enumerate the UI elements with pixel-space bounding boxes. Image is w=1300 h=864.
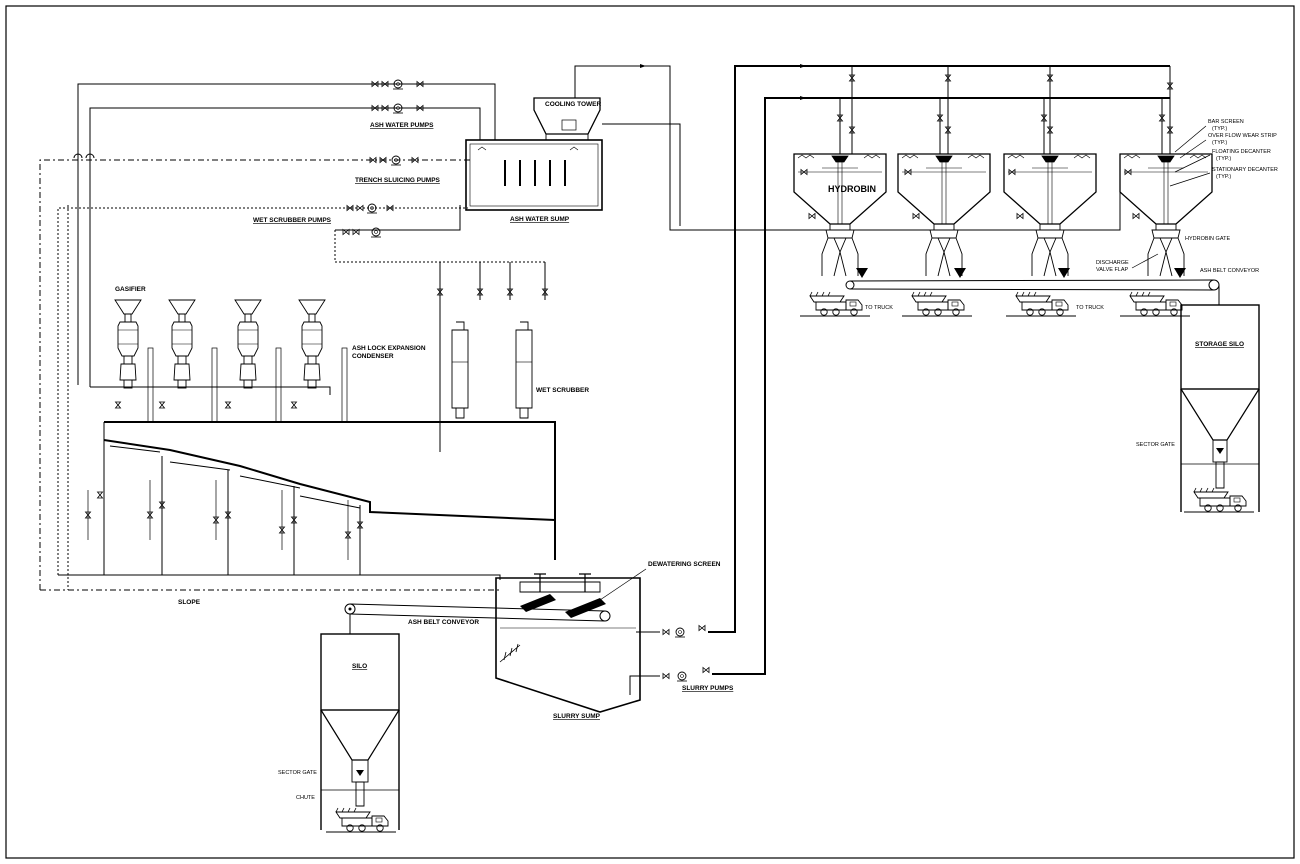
to-truck-label-2: TO TRUCK: [1076, 305, 1104, 311]
wet-scrubber-label: WET SCRUBBER: [536, 387, 589, 394]
overflow-typ: (TYP.): [1212, 140, 1227, 146]
overflow-wear-strip-label: OVER FLOW WEAR STRIP: [1208, 133, 1277, 139]
floating-decanter-label: FLOATING DECANTER: [1212, 149, 1271, 155]
dewatering-screen-label: DEWATERING SCREEN: [648, 561, 721, 568]
ash-belt-conveyor-upper-label: ASH BELT CONVEYOR: [1200, 268, 1259, 274]
slope-label: SLOPE: [178, 599, 201, 606]
slurry-sump: [495, 577, 641, 713]
wet-scrubber-vessels: [451, 321, 533, 419]
to-truck-label-1: TO TRUCK: [865, 305, 893, 311]
sector-gate-upper-label: SECTOR GATE: [1136, 442, 1175, 448]
hydrobin-4: [1119, 153, 1213, 277]
hydrobin-2: [897, 153, 991, 277]
hydrobin-3: [1003, 153, 1097, 277]
gasifier-label: GASIFIER: [115, 286, 146, 293]
hydrobin-1: [793, 153, 887, 277]
lower-silo: [320, 633, 400, 830]
storage-silo: [1180, 304, 1260, 512]
hydrobin-gate-label: HYDROBIN GATE: [1185, 236, 1230, 242]
ash-lock-label-line2: CONDENSER: [352, 353, 394, 360]
slurry-sump-label: SLURRY SUMP: [553, 713, 601, 720]
ash-water-pumps-label: ASH WATER PUMPS: [370, 122, 434, 129]
slurry-pumps-label: SLURRY PUMPS: [682, 685, 734, 692]
storage-silo-label: STORAGE SILO: [1195, 341, 1244, 348]
hydrobin-label: HYDROBIN: [828, 184, 876, 194]
discharge-label-line2: VALVE FLAP: [1096, 267, 1129, 273]
cooling-tower-label: COOLING TOWER: [545, 101, 602, 108]
ash-lock-label-line1: ASH LOCK EXPANSION: [352, 345, 426, 352]
ash-water-sump-label: ASH WATER SUMP: [510, 216, 570, 223]
silo-label: SILO: [352, 663, 367, 670]
chute-label: CHUTE: [296, 795, 315, 801]
sector-gate-lower-label: SECTOR GATE: [278, 770, 317, 776]
floating-decanter-typ: (TYP.): [1216, 156, 1231, 162]
ash-water-sump: [465, 139, 603, 211]
trench-sluicing-pumps-label: TRENCH SLUICING PUMPS: [355, 177, 441, 184]
dewatering-screens: [520, 573, 606, 618]
bar-screen-label: BAR SCREEN: [1208, 119, 1244, 125]
bar-screen-typ: (TYP.): [1212, 126, 1227, 132]
discharge-label-line1: DISCHARGE: [1096, 260, 1129, 266]
wet-scrubber-pumps-label: WET SCRUBBER PUMPS: [253, 217, 332, 224]
ash-belt-conveyor-lower-label: ASH BELT CONVEYOR: [408, 619, 479, 626]
stationary-decanter-typ: (TYP.): [1216, 174, 1231, 180]
cooling-tower: [533, 97, 601, 141]
stationary-decanter-label: STATIONARY DECANTER: [1212, 167, 1278, 173]
